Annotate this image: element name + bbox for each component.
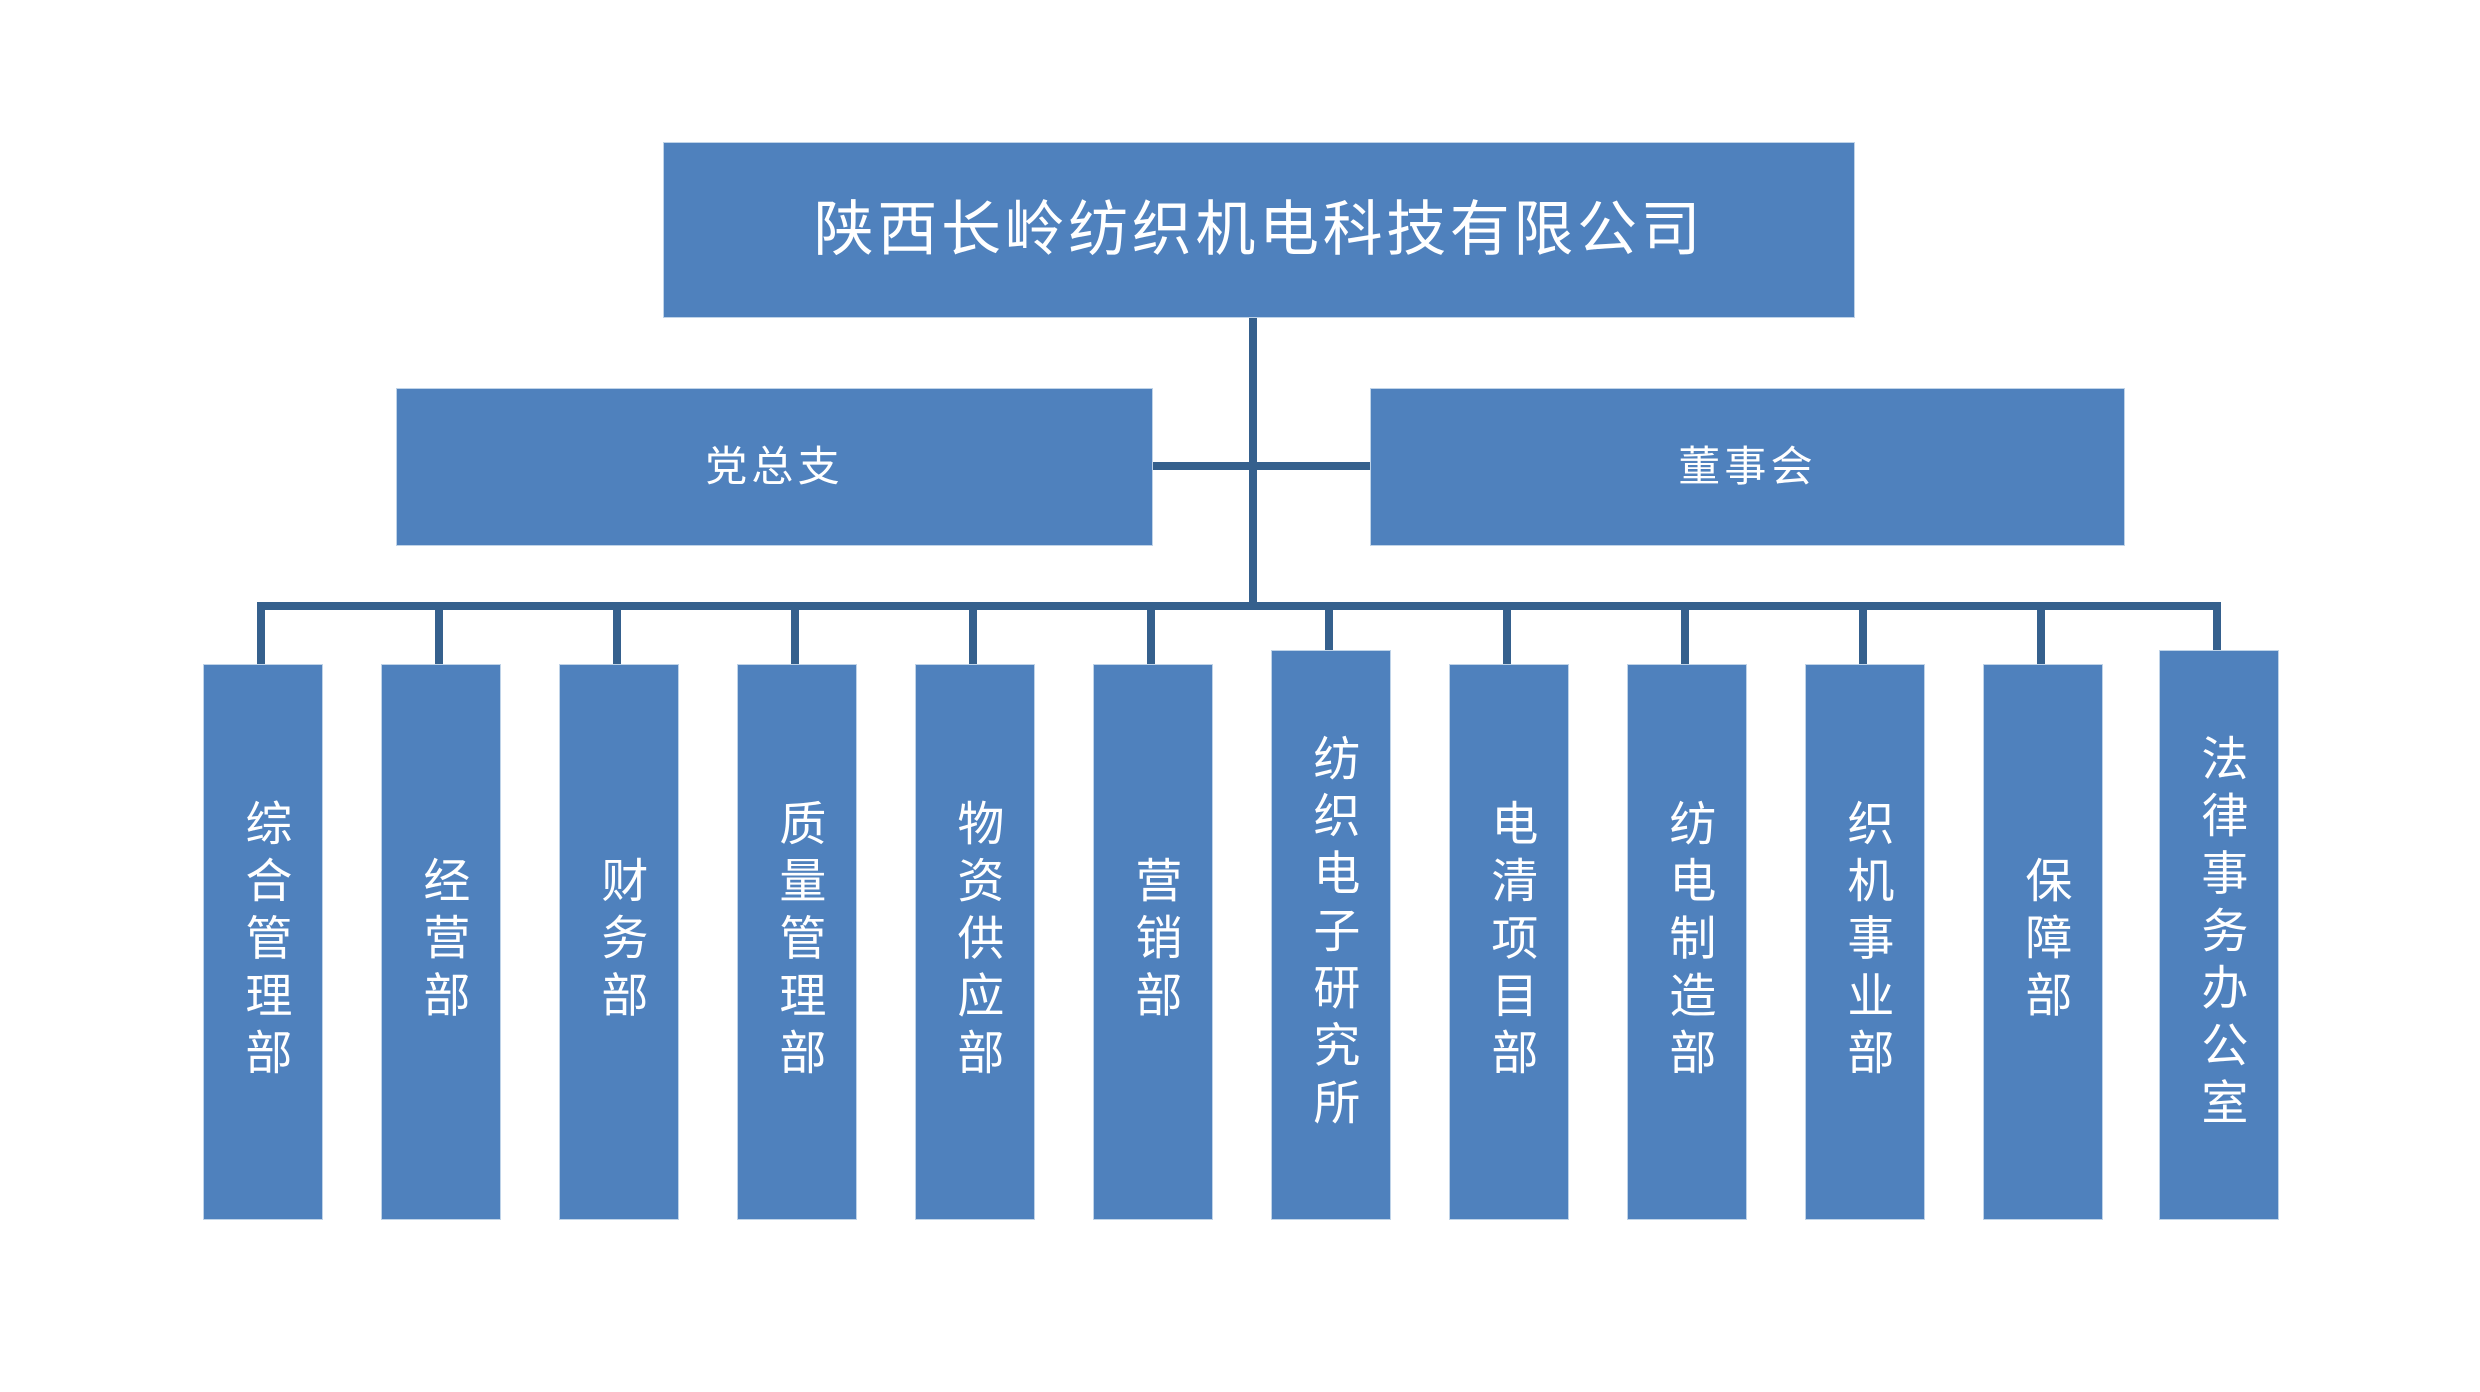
org-node-board-of-directors[interactable]: 董事会 — [1370, 388, 2125, 546]
connector-drop-11 — [2037, 602, 2045, 664]
connector-drop-12 — [2213, 602, 2221, 650]
connector-drop-7 — [1325, 602, 1333, 650]
org-node-party-branch[interactable]: 党总支 — [396, 388, 1153, 546]
connector-drop-5 — [969, 602, 977, 664]
org-node-dept-8[interactable]: 电清项目部 — [1449, 664, 1569, 1220]
connector-drop-2 — [435, 602, 443, 664]
org-node-dept-1[interactable]: 综合管理部 — [203, 664, 323, 1220]
org-node-dept-2-label: 经营部 — [415, 855, 468, 1029]
org-node-dept-6[interactable]: 营销部 — [1093, 664, 1213, 1220]
org-node-dept-11-label: 保障部 — [2017, 855, 2070, 1029]
org-node-dept-4[interactable]: 质量管理部 — [737, 664, 857, 1220]
org-node-root[interactable]: 陕西长岭纺织机电科技有限公司 — [663, 142, 1855, 318]
connector-root-trunk — [1249, 196, 1257, 606]
org-node-dept-6-label: 营销部 — [1127, 855, 1180, 1029]
connector-level2-crossbar — [1133, 462, 1370, 470]
connector-drop-1 — [257, 602, 265, 664]
connector-drop-3 — [613, 602, 621, 664]
org-node-dept-5-label: 物资供应部 — [949, 798, 1002, 1086]
org-node-dept-10[interactable]: 织机事业部 — [1805, 664, 1925, 1220]
org-node-dept-2[interactable]: 经营部 — [381, 664, 501, 1220]
org-node-dept-11[interactable]: 保障部 — [1983, 664, 2103, 1220]
org-node-dept-8-label: 电清项目部 — [1483, 798, 1536, 1086]
connector-drop-9 — [1681, 602, 1689, 664]
org-node-dept-9-label: 纺电制造部 — [1661, 798, 1714, 1086]
connector-drop-4 — [791, 602, 799, 664]
org-node-dept-10-label: 织机事业部 — [1839, 798, 1892, 1086]
org-node-dept-7-label: 纺织电子研究所 — [1305, 734, 1358, 1136]
org-node-dept-12[interactable]: 法律事务办公室 — [2159, 650, 2279, 1220]
org-node-dept-1-label: 综合管理部 — [237, 798, 290, 1086]
connector-drop-10 — [1859, 602, 1867, 664]
connector-drop-6 — [1147, 602, 1155, 664]
org-node-dept-9[interactable]: 纺电制造部 — [1627, 664, 1747, 1220]
connector-drop-8 — [1503, 602, 1511, 664]
org-node-dept-3-label: 财务部 — [593, 855, 646, 1029]
org-node-dept-12-label: 法律事务办公室 — [2193, 734, 2246, 1136]
org-node-dept-4-label: 质量管理部 — [771, 798, 824, 1086]
org-node-dept-3[interactable]: 财务部 — [559, 664, 679, 1220]
connector-department-bus — [257, 602, 2213, 610]
org-node-dept-7[interactable]: 纺织电子研究所 — [1271, 650, 1391, 1220]
org-node-dept-5[interactable]: 物资供应部 — [915, 664, 1035, 1220]
